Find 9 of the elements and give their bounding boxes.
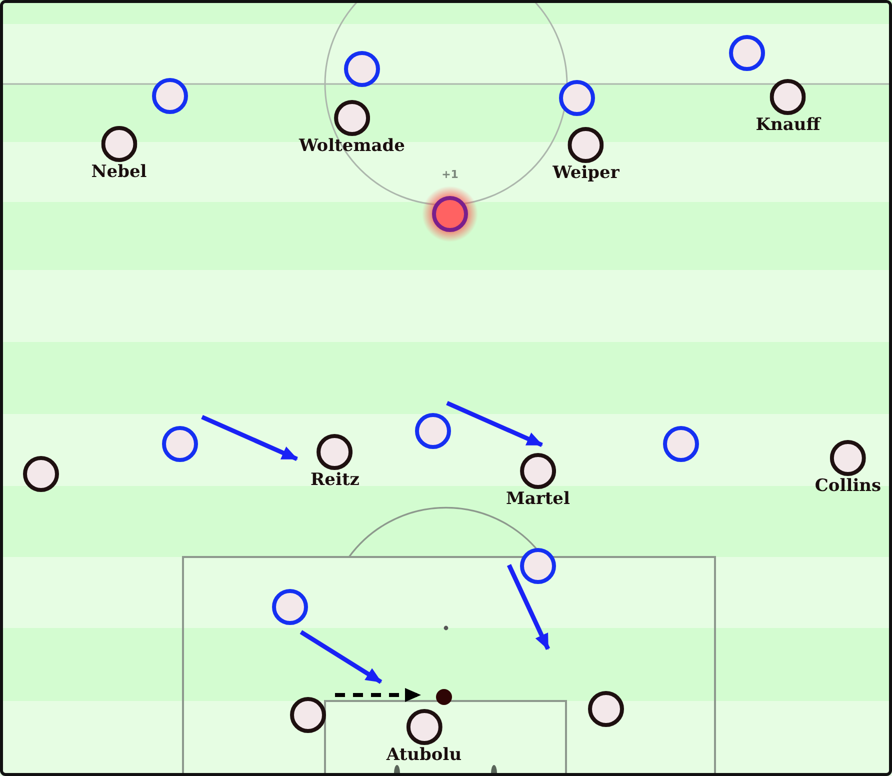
arrow (446, 400, 543, 448)
player-name: Reitz (310, 470, 360, 490)
player-name: Collins (814, 476, 882, 496)
arrow (300, 630, 382, 684)
arrow (201, 414, 298, 462)
arrow (506, 564, 550, 650)
player-name: Martel (506, 489, 570, 509)
player-name: Atubolu (386, 745, 462, 765)
dashed-arrow (335, 688, 421, 702)
